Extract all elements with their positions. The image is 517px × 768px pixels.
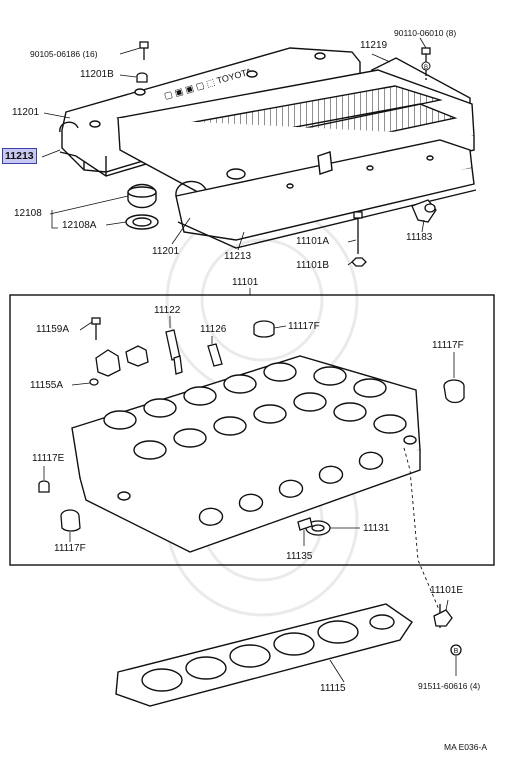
stud-11101e <box>433 599 453 628</box>
bolt-11159a <box>79 317 101 340</box>
label-91511-60616: 91511-60616 (4) <box>418 681 481 691</box>
label-12108: 12108 <box>14 208 42 219</box>
label-11131: 11131 <box>363 523 390 534</box>
plug-11117f-top <box>253 320 287 338</box>
cylinder-head <box>71 355 421 553</box>
plug-11131-11135 <box>297 517 360 546</box>
head-assembly-frame <box>9 294 495 566</box>
label-11101e: 11101E <box>430 585 463 596</box>
plug-11117e <box>38 466 50 493</box>
label-11117f-right: 11117F <box>432 340 464 351</box>
stud-leader-dashed <box>403 447 441 613</box>
plug-11117f-left <box>60 509 81 542</box>
label-11201-bottom: 11201 <box>152 246 180 257</box>
label-11101a: 11101A <box>296 236 329 247</box>
plug-11117f-right <box>443 352 465 404</box>
label-11155a: 11155A <box>30 380 63 391</box>
bolt-90110-marker: B <box>421 61 431 71</box>
plug-11201b <box>136 72 148 83</box>
label-90110-06010: 90110-06010 (8) <box>394 28 457 38</box>
label-11219: 11219 <box>360 40 388 51</box>
label-11126: 11126 <box>200 324 227 335</box>
label-11213-highlighted[interactable]: 11213 <box>2 148 37 164</box>
label-11117e: 11117E <box>32 453 65 464</box>
head-gasket <box>115 603 413 707</box>
diagram-code: MA E036-A <box>444 742 487 752</box>
leader-lines-top <box>41 37 427 266</box>
cam-cover-lower <box>175 139 477 249</box>
label-11122: 11122 <box>154 305 181 316</box>
bearing-caps <box>71 345 149 386</box>
cam-cover-front <box>116 69 475 205</box>
grommet-11183 <box>411 199 437 223</box>
label-11117f-left: 11117F <box>54 543 86 554</box>
oil-filler-cap <box>125 183 159 230</box>
svg-text:B: B <box>424 65 428 71</box>
label-11183: 11183 <box>406 232 433 243</box>
label-11201-top: 11201 <box>12 107 40 118</box>
label-11101b: 11101B <box>296 260 329 271</box>
label-11101: 11101 <box>232 277 259 288</box>
svg-text:B: B <box>454 648 459 655</box>
label-12108a: 12108A <box>62 220 97 231</box>
label-11115: 11115 <box>320 683 346 694</box>
label-11213-bottom: 11213 <box>224 251 252 262</box>
label-11135: 11135 <box>286 551 313 562</box>
label-11159a: 11159A <box>36 324 69 335</box>
stud-bolt <box>351 211 367 267</box>
label-90105-06186: 90105-06186 (16) <box>30 49 98 59</box>
valve-guides <box>165 316 223 375</box>
bolt-91511: B <box>450 644 462 676</box>
label-11201b: 11201B <box>80 69 114 80</box>
label-11117f-top: 11117F <box>288 321 320 332</box>
